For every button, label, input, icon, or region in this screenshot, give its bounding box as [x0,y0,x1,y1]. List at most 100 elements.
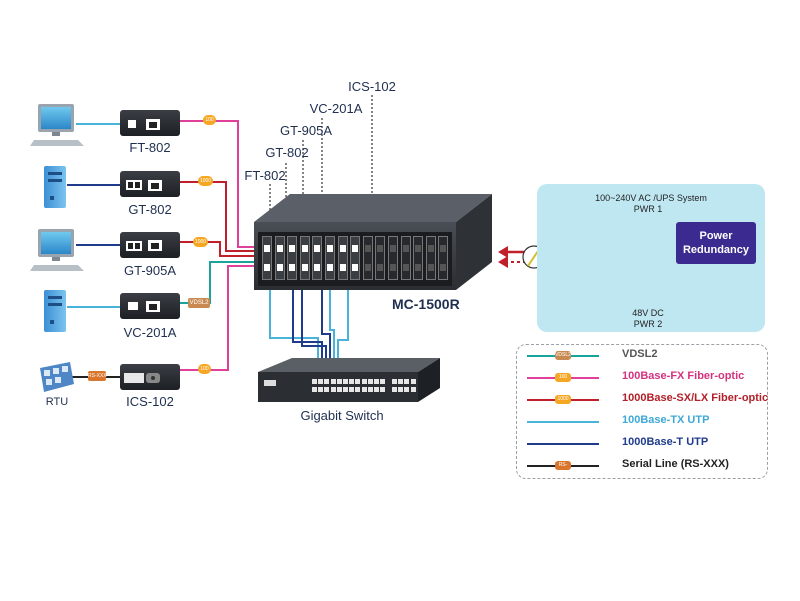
legend-label: VDSL2 [622,348,658,360]
switch-ports [312,379,416,397]
switch-port [312,379,317,384]
dc-label: 48V DC [632,308,664,318]
switch-port [367,379,373,384]
chassis-label-gt802: GT-802 [265,145,309,160]
switch-sfp-port [404,379,410,384]
chassis-slot [287,236,298,280]
power-redundancy-box: Power Redundancy [676,222,756,264]
device-label-rtu: RTU [45,396,69,408]
switch-port [343,387,348,392]
switch-port [336,387,342,392]
switch-port [367,387,373,392]
serial-tag-rtu: RS-XXX [88,371,107,381]
switch-port [312,387,317,392]
switch-port [318,387,324,392]
wire-ft802-fiber [180,120,262,248]
switch-port [336,379,342,384]
legend-label: 1000Base-SX/LX Fiber-optic [622,392,769,404]
device-label-ics102: ICS-102 [126,394,174,409]
switch-sfp-port [398,387,404,392]
chassis-label-gt905a: GT-905A [279,123,333,138]
switch-port [330,387,336,392]
chassis-label-ics102: ICS-102 [348,79,396,94]
server-icon [44,166,66,208]
device-label-gt802: GT-802 [128,202,172,217]
legend-tag: 1000 [555,395,571,404]
switch-port [330,379,336,384]
switch-port [355,387,361,392]
legend-swatch [527,443,599,445]
chassis-slot [413,236,424,280]
switch-port [380,387,386,392]
device-label-vc201a: VC-201A [123,325,177,340]
vc201a-converter [120,293,180,319]
gt905a-converter [120,232,180,258]
legend-tag: 100 [555,373,571,382]
switch-port [349,379,355,384]
arrow-ac-icon [498,246,508,258]
chassis-slot [425,236,436,280]
legend-tag: RS-XXX [555,461,571,477]
legend-item: 1000 1000Base-SX/LX Fiber-optic [517,391,769,409]
ac-label: 100~240V AC /UPS System [595,193,707,203]
legend-item: VDSL2 VDSL2 [517,347,767,365]
switch-sfp-port [410,379,416,384]
rtu-icon [40,362,74,392]
gigabit-switch [258,358,440,402]
gt802-converter [120,171,180,197]
switch-port [374,387,379,392]
chassis-slot [337,236,348,280]
switch-port [361,387,367,392]
server-icon [44,290,66,332]
switch-port [324,387,330,392]
legend-item: RS-XXX Serial Line (RS-XXX) [517,457,767,477]
pwr2-label: PWR 2 [633,319,663,329]
power-redundancy-line2: Redundancy [682,244,749,256]
switch-sfp-port [392,379,397,384]
switch-sfp-port [404,387,410,392]
wire-vc201a-vdsl [180,261,262,304]
pc-icon [30,229,84,271]
switch-port [349,387,355,392]
power-redundancy-line1: Power [699,230,733,242]
chassis-slot [350,236,361,280]
arrow-dc-icon [498,256,508,268]
chassis-slot [299,236,310,280]
chassis-slot [362,236,373,280]
switch-port [355,379,361,384]
chassis-slot [400,236,411,280]
switch-port [324,379,330,384]
pwr1-label: PWR 1 [633,204,663,214]
chassis-label-vc201a: VC-201A [309,101,363,116]
chassis-slot [325,236,335,280]
device-label-gt905a: GT-905A [123,263,177,278]
chassis-slot [274,236,285,280]
chassis-slot [388,236,398,280]
switch-sfp-port [410,387,416,392]
legend-swatch [527,421,599,423]
fx-tag-ics102: 100 [198,364,211,374]
fx-tag-ft802: 100 [203,115,216,125]
chassis-label-ft802: FT-802 [244,168,286,183]
legend-label: Serial Line (RS-XXX) [622,458,729,470]
chassis-name: MC-1500R [392,296,460,312]
switch-label: Gigabit Switch [300,408,384,423]
chassis-slot [312,236,323,280]
ft802-converter [120,110,180,136]
legend-item: 1000Base-T UTP [517,435,767,453]
chassis-slot [438,236,449,280]
switch-sfp-port [392,387,397,392]
switch-port [361,379,367,384]
ics102-converter [120,364,180,390]
chassis-slot [262,236,272,280]
legend-tag: VDSL2 [555,351,571,360]
vdsl-tag-vc201a: VDSL2 [188,298,210,308]
chassis-slot [375,236,386,280]
sx-tag-gt905a: 1000 [193,237,208,247]
switch-port [380,379,386,384]
legend-label: 1000Base-T UTP [622,436,709,448]
sx-tag-gt802: 1000 [198,176,213,186]
